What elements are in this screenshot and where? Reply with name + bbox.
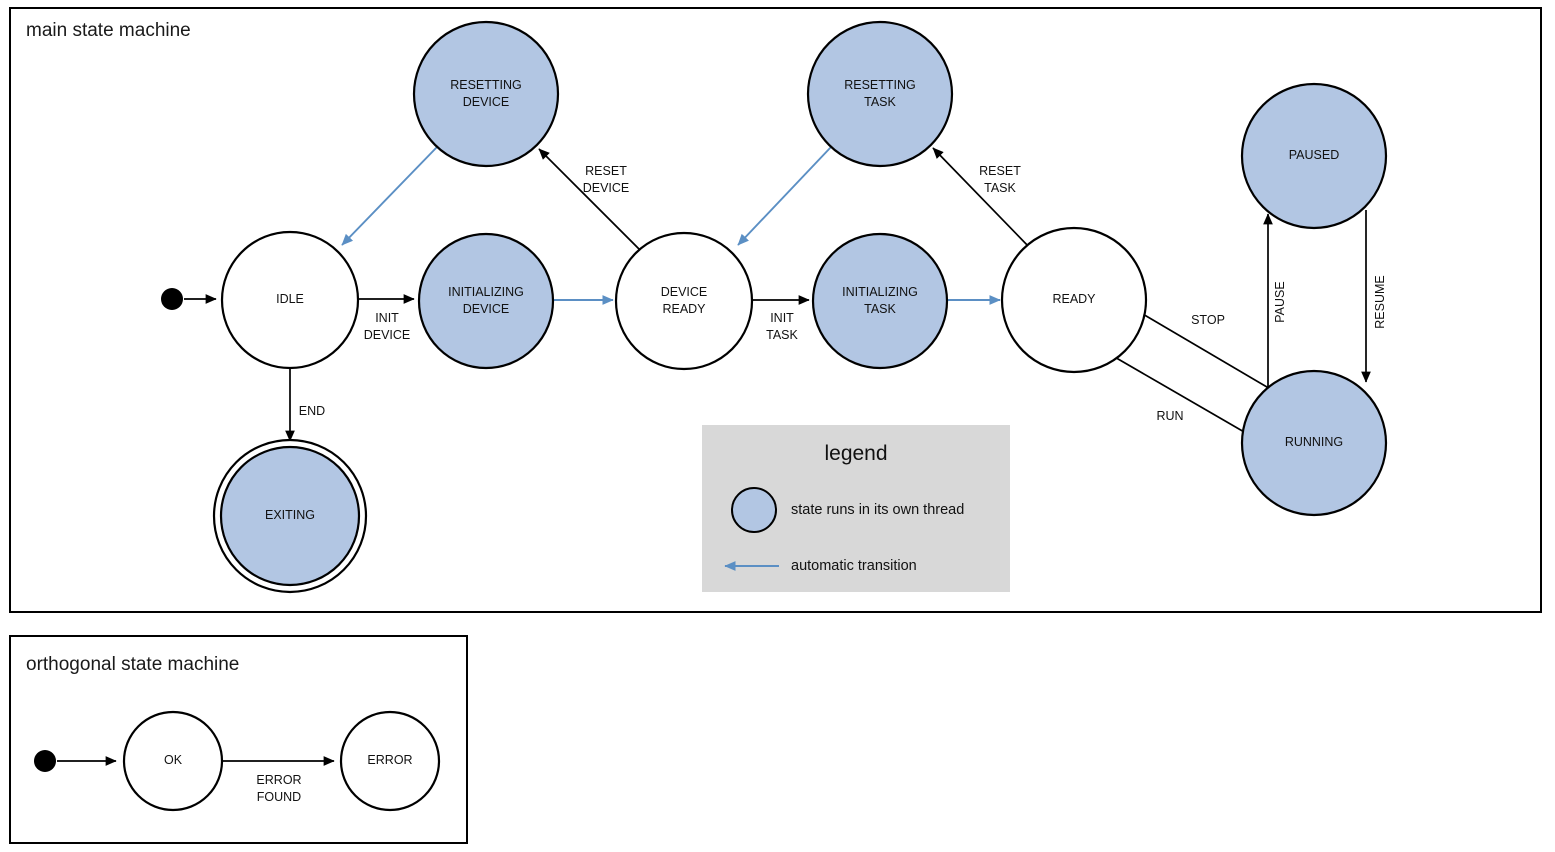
main-initial-icon [161, 288, 183, 310]
transition-label-paused-to-running: RESUME [1373, 275, 1387, 328]
state-running-label: RUNNING [1285, 435, 1343, 449]
state-ok-shape [122, 710, 224, 812]
transition-ready-to-resetting-task [932, 147, 1032, 250]
legend-thread-state: state runs in its own thread [731, 487, 964, 533]
state-ok-label: OK [164, 753, 183, 767]
transition-device-ready-to-resetting-device [538, 148, 640, 250]
state-ready-shape [1000, 226, 1148, 374]
state-ok[interactable]: OK [122, 710, 224, 812]
legend-auto-transition: automatic transition [724, 558, 917, 574]
orthogonal-initial-icon [34, 750, 56, 772]
legend-auto-transition-label: automatic transition [791, 558, 917, 574]
state-exiting-shape [219, 445, 361, 587]
state-running[interactable]: RUNNING [1240, 369, 1388, 517]
legend-thread-state-label: state runs in its own thread [791, 502, 964, 518]
state-paused[interactable]: PAUSED [1240, 82, 1388, 230]
orthogonal-state-machine-title: orthogonal state machine [26, 654, 239, 675]
state-idle-label: IDLE [276, 292, 304, 306]
initial-markers-layer [34, 288, 183, 772]
transition-resetting-task-to-device-ready [737, 146, 832, 246]
transition-label-running-to-ready: STOP [1191, 313, 1225, 327]
state-error-label: ERROR [367, 753, 412, 767]
transition-label-idle-to-exiting: END [299, 404, 325, 418]
state-idle-shape [220, 230, 360, 370]
state-initializing-device-shape [417, 232, 555, 370]
state-exiting-label: EXITING [265, 508, 315, 522]
legend-title: legend [824, 442, 887, 465]
state-device-ready-shape [614, 231, 754, 371]
state-error-shape [339, 710, 441, 812]
state-resetting-device-shape [412, 20, 560, 168]
transition-ready-to-running [1105, 351, 1259, 441]
state-idle[interactable]: IDLE [220, 230, 360, 370]
state-ready[interactable]: READY [1000, 226, 1148, 374]
state-ready-label: READY [1052, 292, 1096, 306]
legend-group: legend state runs in its own thread automa… [702, 425, 1010, 592]
state-resetting-task-shape [806, 20, 954, 168]
state-error[interactable]: ERROR [339, 710, 441, 812]
state-running-shape [1240, 369, 1388, 517]
transition-resetting-device-to-idle [341, 146, 438, 246]
transition-running-to-ready [1123, 302, 1273, 391]
main-state-machine-title: main state machine [26, 20, 191, 41]
legend-state-swatch-icon [731, 487, 777, 533]
state-paused-shape [1240, 82, 1388, 230]
state-paused-label: PAUSED [1289, 148, 1339, 162]
transition-label-ready-to-running: RUN [1156, 409, 1183, 423]
state-exiting[interactable]: EXITING [212, 438, 368, 594]
transitions-layer [57, 146, 1371, 766]
transition-label-running-to-paused: PAUSE [1273, 281, 1287, 322]
state-initializing-task-shape [811, 232, 949, 370]
